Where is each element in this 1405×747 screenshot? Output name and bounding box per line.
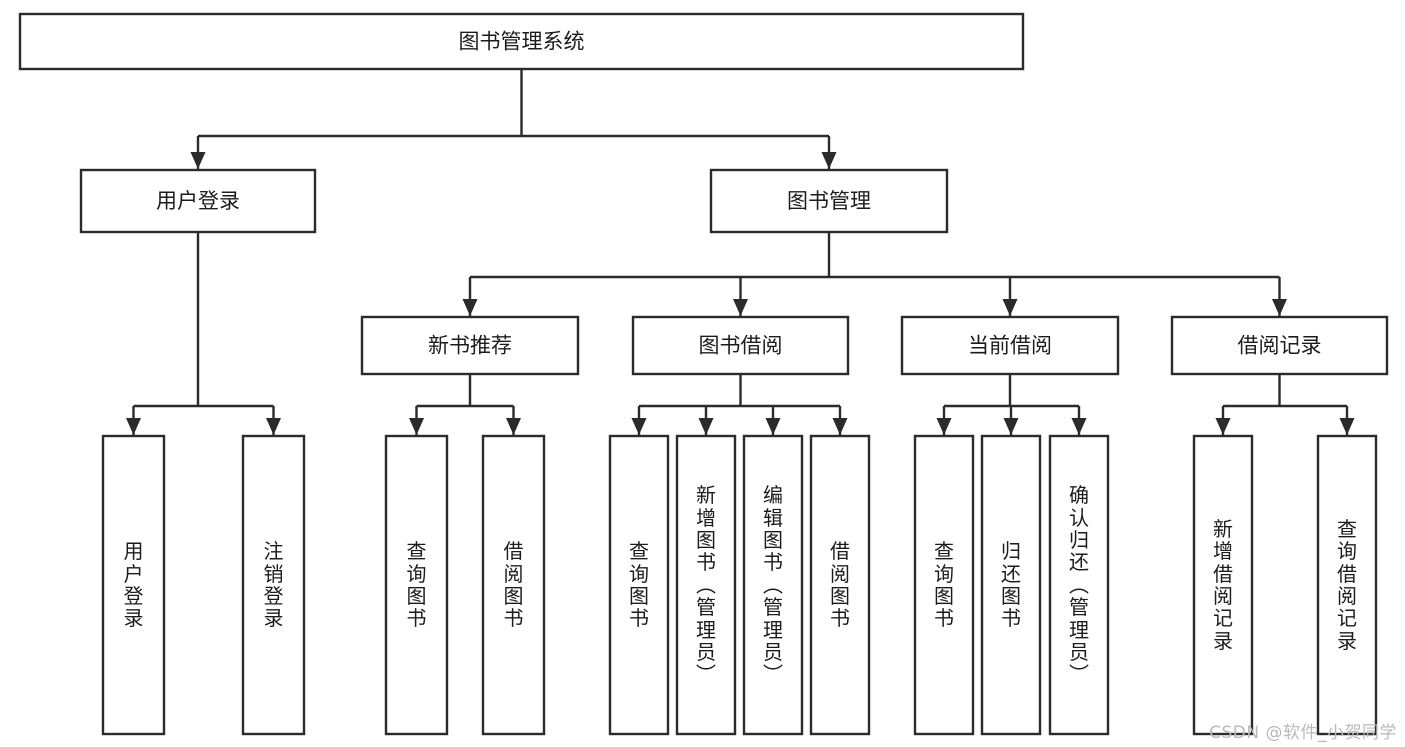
arrow-head-icon-root-1 [821,152,837,169]
arrow-head-icon-leaf-8 [936,418,952,435]
node-label-l2-借阅记录: 借阅记录 [1238,334,1322,358]
arrow-head-icon-leaf-9 [1003,418,1019,435]
arrow-head-icon-l2-3 [1272,299,1287,316]
node-label-l2-新书推荐: 新书推荐 [428,334,512,358]
node-box-l2-借阅记录[interactable] [1170,315,1389,376]
node-box-leaf-10[interactable] [1048,434,1110,736]
node-box-leaf-9[interactable] [980,434,1042,736]
node-box-leaf-12[interactable] [1316,434,1378,736]
arrow-head-icon-leaf-3 [506,418,521,435]
arrow-head-icon-l2-0 [462,299,478,316]
arrow-head-icon-leaf-10 [1071,418,1087,435]
arrow-head-icon-leaf-2 [409,418,424,435]
node-box-l1-图书管理[interactable] [709,168,949,234]
node-box-l1-用户登录[interactable] [79,168,317,234]
node-box-l2-图书借阅[interactable] [631,315,850,376]
node-box-root[interactable] [18,12,1025,71]
connector-lines [126,69,1355,435]
node-label-root: 图书管理系统 [459,30,585,54]
arrow-head-icon-leaf-0 [126,418,141,435]
node-label-l1-用户登录: 用户登录 [156,189,240,213]
arrow-head-icon-l2-1 [733,299,748,316]
arrow-head-icon-leaf-11 [1215,418,1231,435]
arrow-head-icon-leaf-12 [1339,418,1355,435]
node-box-leaf-5[interactable] [675,434,737,736]
arrow-head-icon-leaf-5 [698,418,714,435]
arrow-head-icon-l2-2 [1002,299,1018,316]
node-box-leaf-4[interactable] [608,434,670,736]
arrow-head-icon-root-0 [190,152,206,169]
node-box-leaf-2[interactable] [384,434,449,736]
node-label-l1-图书管理: 图书管理 [787,189,871,213]
arrow-head-icon-leaf-6 [765,418,781,435]
node-box-leaf-6[interactable] [742,434,804,736]
node-box-l2-当前借阅[interactable] [900,315,1120,376]
node-boxes [18,12,1389,736]
node-box-l2-新书推荐[interactable] [360,315,580,376]
node-box-leaf-0[interactable] [101,434,166,736]
arrow-head-icon-leaf-7 [832,418,848,435]
arrow-head-icon-leaf-4 [631,418,647,435]
node-box-leaf-7[interactable] [809,434,871,736]
node-label-l2-图书借阅: 图书借阅 [699,334,783,358]
node-box-leaf-1[interactable] [241,434,306,736]
arrow-head-icon-leaf-1 [266,418,281,435]
node-label-l2-当前借阅: 当前借阅 [968,334,1052,358]
node-box-leaf-8[interactable] [913,434,975,736]
node-box-leaf-3[interactable] [481,434,546,736]
node-box-leaf-11[interactable] [1192,434,1254,736]
